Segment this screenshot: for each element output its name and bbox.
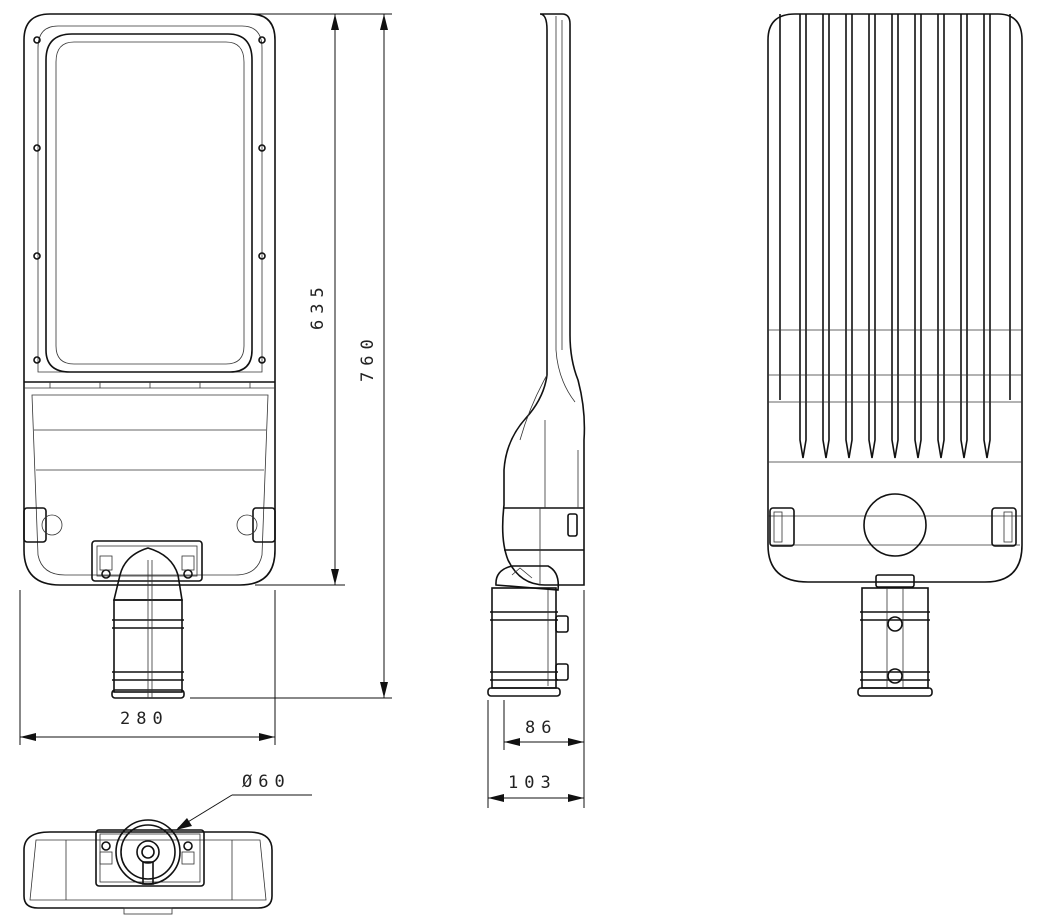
dimension-label-760: 760	[358, 333, 378, 382]
dimension-label-103: 103	[508, 773, 557, 793]
dimension-label-280: 280	[120, 709, 169, 729]
side-view	[487, 13, 586, 697]
dimension-103: 103	[487, 700, 584, 808]
dimension-label-635: 635	[308, 281, 328, 330]
dimension-280: 280	[19, 590, 276, 745]
dimension-635: 635	[255, 13, 345, 586]
dimension-86: 86	[503, 590, 585, 808]
front-view	[23, 13, 276, 699]
dimension-diameter-60: Ø60	[176, 772, 312, 830]
dimension-label-86: 86	[525, 718, 557, 738]
dimension-760: 760	[190, 13, 392, 699]
rear-view	[767, 13, 1023, 697]
dimension-label-diameter-60: Ø60	[242, 772, 291, 792]
bottom-view	[23, 819, 273, 915]
